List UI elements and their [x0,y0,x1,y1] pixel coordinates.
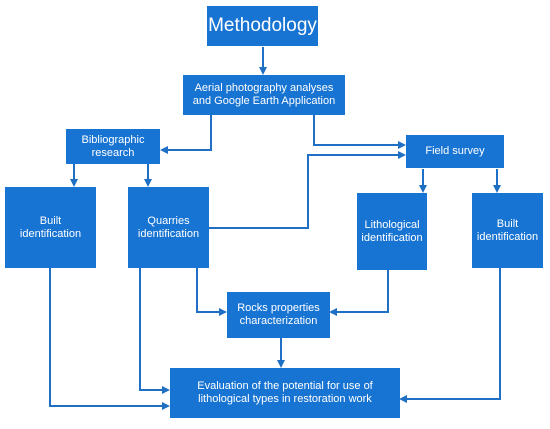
bibliographic-research-label: Bibliographic research [81,133,145,159]
built-identification-left-box: Built identification [5,187,96,268]
rocks-properties-box: Rocks properties characterization [227,292,330,338]
built-identification-right-label: Built identification [476,217,539,243]
methodology-label: Methodology [208,15,317,36]
arrow-lithological-to-rocks [329,270,389,316]
lithological-identification-box: Lithological identification [357,193,427,270]
arrow-aerial-to-field-survey [313,115,406,149]
field-survey-label: Field survey [425,145,485,157]
aerial-photography-label: Aerial photography analyses and Google E… [192,82,336,107]
quarries-identification-box: Quarries identification [128,187,209,268]
arrow-built-left-to-evaluation [49,268,170,410]
lithological-identification-label: Lithological identification [361,218,423,244]
arrow-quarries-to-field-survey [209,151,406,229]
arrow-built-right-to-evaluation [399,268,501,403]
evaluation-box: Evaluation of the potential for use of l… [170,368,400,418]
arrow-quarries-to-evaluation [139,268,170,394]
methodology-box: Methodology [207,6,318,46]
field-survey-box: Field survey [406,135,504,168]
bibliographic-research-box: Bibliographic research [66,129,160,164]
built-identification-left-label: Built identification [19,214,82,240]
built-identification-right-box: Built identification [472,193,543,268]
rocks-properties-label: Rocks properties characterization [237,302,320,327]
arrow-aerial-to-bibliographic [160,115,212,154]
evaluation-label: Evaluation of the potential for use of l… [197,380,373,405]
quarries-identification-label: Quarries identification [137,214,200,240]
aerial-photography-box: Aerial photography analyses and Google E… [183,75,345,115]
arrow-quarries-to-rocks [196,268,227,316]
